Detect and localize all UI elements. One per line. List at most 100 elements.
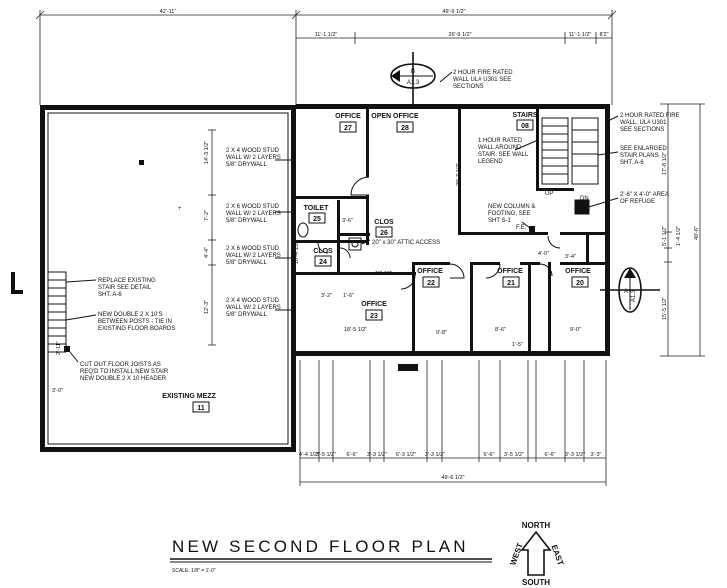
dim-top-sub-1: 11'-1 1/2" xyxy=(315,32,338,38)
toilet-fixtures xyxy=(297,222,362,251)
svg-text:OF REFUGE: OF REFUGE xyxy=(620,199,655,205)
svg-text:10'-10": 10'-10" xyxy=(375,271,392,277)
svg-text:3'-3": 3'-3" xyxy=(591,452,602,458)
svg-text:25: 25 xyxy=(313,216,321,223)
svg-text:SHT. A-6: SHT. A-6 xyxy=(98,292,122,298)
svg-text:2'-6" X 4'-0" AREA: 2'-6" X 4'-0" AREA xyxy=(620,192,669,198)
section-a-letter: A xyxy=(624,289,628,295)
dim-top-sub-3: 11'-1 1/2" xyxy=(569,32,592,38)
svg-text:TOILET: TOILET xyxy=(304,205,329,212)
note-cut-joists: CUT OUT FLOOR JOISTS AS REQ'D TO INSTALL… xyxy=(69,351,169,382)
svg-text:4'-4": 4'-4" xyxy=(204,247,210,258)
svg-text:CLOS: CLOS xyxy=(374,219,394,226)
svg-text:4'-0": 4'-0" xyxy=(538,251,549,257)
svg-text:7'-2": 7'-2" xyxy=(204,210,210,221)
svg-text:WALL W/ 2 LAYERS: WALL W/ 2 LAYERS xyxy=(226,305,281,311)
interior-dimensions: 20'-7 1/2" 10'-10" 3'-6" 3'-2" 1'-6" 18'… xyxy=(294,163,581,348)
svg-text:12'-3": 12'-3" xyxy=(204,300,210,314)
svg-text:27: 27 xyxy=(344,125,352,132)
svg-text:WALL AROUND: WALL AROUND xyxy=(478,145,522,151)
svg-text:WALL W/ 2 LAYERS: WALL W/ 2 LAYERS xyxy=(226,253,281,259)
dim-top-left: 42'-11" xyxy=(160,9,177,15)
svg-text:STAIR, SEE WALL: STAIR, SEE WALL xyxy=(478,152,529,158)
section-b-letter: B xyxy=(411,69,415,75)
svg-text:CLOS: CLOS xyxy=(313,248,333,255)
svg-text:NEW DOUBLE 2 X 10'S: NEW DOUBLE 2 X 10'S xyxy=(98,312,163,318)
svg-text:SEE ENLARGED: SEE ENLARGED xyxy=(620,146,667,152)
dim-bottom-total: 49'-6 1/2" xyxy=(441,475,464,481)
dim-side-small: 2'-11" xyxy=(56,341,62,355)
svg-text:9'-0": 9'-0" xyxy=(570,327,581,333)
svg-text:BETWEEN POSTS - TIE IN: BETWEEN POSTS - TIE IN xyxy=(98,319,172,325)
svg-text:9'-8": 9'-8" xyxy=(436,330,447,336)
svg-text:STAIR SEE DETAIL: STAIR SEE DETAIL xyxy=(98,285,152,291)
svg-text:STAIRS: STAIRS xyxy=(512,112,537,119)
svg-text:4'-4 1/2": 4'-4 1/2" xyxy=(299,452,319,458)
svg-text:1'-5": 1'-5" xyxy=(512,342,523,348)
svg-text:20: 20 xyxy=(576,280,584,287)
svg-text:17'-8 1/2": 17'-8 1/2" xyxy=(662,152,668,175)
svg-text:3'-5 1/2": 3'-5 1/2" xyxy=(316,452,336,458)
dim-mezz-edge: 3'-0" xyxy=(52,388,63,394)
svg-text:SHT. A-6: SHT. A-6 xyxy=(620,160,644,166)
svg-text:LEGEND: LEGEND xyxy=(478,159,503,165)
svg-text:2 HOUR FIRE RATED: 2 HOUR FIRE RATED xyxy=(453,70,513,76)
mezz-number: 11 xyxy=(197,405,205,412)
section-mark-b: B A1.3 xyxy=(390,52,436,108)
svg-text:OFFICE: OFFICE xyxy=(565,268,591,275)
svg-text:SHT S-1: SHT S-1 xyxy=(488,218,512,224)
svg-text:WALL UL# U301 SEE: WALL UL# U301 SEE xyxy=(453,77,511,83)
svg-text:2 X 4 WOOD STUD: 2 X 4 WOOD STUD xyxy=(226,298,280,304)
north-label: NORTH xyxy=(522,521,551,530)
svg-text:2 HOUR RATED FIRE: 2 HOUR RATED FIRE xyxy=(620,113,680,119)
svg-text:2 X 6 WOOD STUD: 2 X 6 WOOD STUD xyxy=(226,246,280,252)
svg-text:3'-6": 3'-6" xyxy=(342,218,353,224)
dim-top-right: 49'-9 1/2" xyxy=(442,9,465,15)
svg-text:WALL W/ 2 LAYERS: WALL W/ 2 LAYERS xyxy=(226,211,281,217)
dim-top-sub-2: 26'-9 1/2" xyxy=(448,32,471,38)
svg-text:6'-3 1/2": 6'-3 1/2" xyxy=(396,452,416,458)
svg-text:1 HOUR RATED: 1 HOUR RATED xyxy=(478,138,523,144)
top-dimensions: 42'-11" 49'-9 1/2" 11'-1 1/2" 26'-9 1/2"… xyxy=(35,9,617,105)
interior-notes: 1 HOUR RATED WALL AROUND STAIR, SEE WALL… xyxy=(361,138,539,246)
drawing-title: NEW SECOND FLOOR PLAN xyxy=(172,537,469,556)
svg-text:08: 08 xyxy=(521,123,529,130)
svg-text:NEW DOUBLE 2 X 10 HEADER: NEW DOUBLE 2 X 10 HEADER xyxy=(80,376,167,382)
svg-text:REQ'D TO INSTALL NEW STAIR: REQ'D TO INSTALL NEW STAIR xyxy=(80,369,169,375)
svg-text:5/8" DRYWALL: 5/8" DRYWALL xyxy=(226,162,267,168)
south-label: SOUTH xyxy=(522,578,550,587)
svg-text:21: 21 xyxy=(507,280,515,287)
svg-text:6'-6": 6'-6" xyxy=(545,452,556,458)
svg-text:5/8" DRYWALL: 5/8" DRYWALL xyxy=(226,260,267,266)
svg-text:1'-4 1/2": 1'-4 1/2" xyxy=(676,226,682,246)
note-fire-wall-1: 2 HOUR FIRE RATED WALL UL# U301 SEE SECT… xyxy=(439,70,513,90)
section-b-sheet: A1.3 xyxy=(407,80,420,86)
mezz-name: EXISTING MEZZ xyxy=(162,393,216,400)
svg-text:8'-6": 8'-6" xyxy=(495,327,506,333)
svg-text:3'-5 1/2": 3'-5 1/2" xyxy=(504,452,524,458)
svg-text:WALL, UL# U301: WALL, UL# U301 xyxy=(620,120,667,126)
svg-text:22: 22 xyxy=(427,280,435,287)
svg-text:15'-5 1/2": 15'-5 1/2" xyxy=(662,297,668,320)
svg-text:FOOTING, SEE: FOOTING, SEE xyxy=(488,211,531,217)
wall-notes: 14'-3 1/2" 7'-2" 4'-4" 12'-3" 2 X 4 WOOD… xyxy=(204,129,296,346)
doors xyxy=(317,176,561,290)
svg-text:NEW COLUMN &: NEW COLUMN & xyxy=(488,204,535,210)
svg-text:1'-6": 1'-6" xyxy=(343,293,354,299)
existing-stair xyxy=(11,271,70,353)
svg-text:F.E.: F.E. xyxy=(516,225,527,231)
svg-text:5/8" DRYWALL: 5/8" DRYWALL xyxy=(226,312,267,318)
bottom-dimensions: 4'-4 1/2" 3'-5 1/2" 6'-6" 3'-3 1/2" 6'-3… xyxy=(299,360,607,486)
dim-right-total: 40'-6" xyxy=(694,226,700,240)
svg-text:CUT OUT FLOOR JOISTS AS: CUT OUT FLOOR JOISTS AS xyxy=(80,362,161,368)
north-arrow-icon: NORTH SOUTH WEST EAST xyxy=(508,521,565,587)
right-dimensions: 40'-6" 17'-8 1/2" 5'-1 1/2" 1'-4 1/2" 15… xyxy=(660,103,705,357)
svg-text:OFFICE: OFFICE xyxy=(335,113,361,120)
new-floor-walls xyxy=(296,104,610,371)
stair-dn: DN xyxy=(580,196,589,202)
svg-text:WALL W/ 2 LAYERS: WALL W/ 2 LAYERS xyxy=(226,155,281,161)
svg-text:3'-2": 3'-2" xyxy=(321,293,332,299)
section-mark-a: A A1.3 xyxy=(600,267,660,313)
svg-text:6'-6": 6'-6" xyxy=(347,452,358,458)
